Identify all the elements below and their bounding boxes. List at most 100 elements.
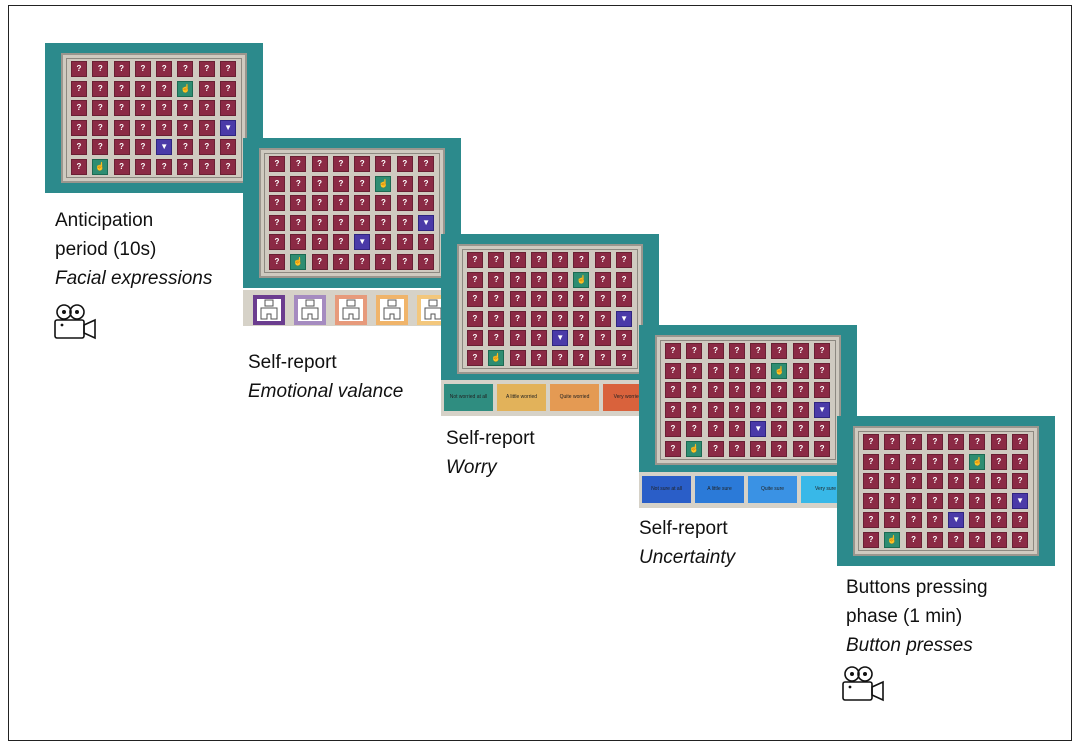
hidden-tile[interactable]: ? bbox=[92, 100, 109, 116]
hidden-tile[interactable]: ? bbox=[665, 382, 681, 398]
hidden-tile[interactable]: ? bbox=[686, 401, 703, 418]
hidden-tile[interactable]: ? bbox=[396, 156, 413, 172]
hidden-tile[interactable]: ? bbox=[594, 310, 611, 327]
hidden-tile[interactable]: ? bbox=[863, 492, 879, 509]
tile-thumbs-down-icon[interactable]: ▼ bbox=[156, 139, 173, 155]
hidden-tile[interactable]: ? bbox=[594, 291, 611, 307]
tile-thumbs-down-icon[interactable]: ▼ bbox=[354, 234, 371, 250]
hidden-tile[interactable]: ? bbox=[177, 139, 194, 155]
hidden-tile[interactable]: ? bbox=[375, 234, 392, 250]
hidden-tile[interactable]: ? bbox=[1012, 453, 1029, 470]
hidden-tile[interactable]: ? bbox=[92, 80, 109, 97]
hidden-tile[interactable]: ? bbox=[177, 61, 194, 77]
hidden-tile[interactable]: ? bbox=[863, 473, 879, 489]
hidden-tile[interactable]: ? bbox=[467, 271, 483, 288]
hidden-tile[interactable]: ? bbox=[269, 195, 285, 211]
hidden-tile[interactable]: ? bbox=[134, 158, 151, 175]
hidden-tile[interactable]: ? bbox=[92, 61, 109, 77]
hidden-tile[interactable]: ? bbox=[488, 271, 505, 288]
hidden-tile[interactable]: ? bbox=[707, 401, 724, 418]
hidden-tile[interactable]: ? bbox=[686, 362, 703, 379]
hidden-tile[interactable]: ? bbox=[509, 330, 526, 346]
hidden-tile[interactable]: ? bbox=[728, 343, 745, 359]
hidden-tile[interactable]: ? bbox=[269, 234, 285, 250]
hidden-tile[interactable]: ? bbox=[396, 214, 413, 231]
hidden-tile[interactable]: ? bbox=[707, 362, 724, 379]
hidden-tile[interactable]: ? bbox=[71, 139, 87, 155]
tile-thumbs-up-icon[interactable]: ☝ bbox=[488, 349, 505, 366]
hidden-tile[interactable]: ? bbox=[177, 100, 194, 116]
hidden-tile[interactable]: ? bbox=[771, 401, 788, 418]
uncertainty-option-3[interactable]: Quite sure bbox=[748, 476, 797, 503]
uncertainty-option-2[interactable]: A little sure bbox=[695, 476, 744, 503]
hidden-tile[interactable]: ? bbox=[552, 252, 569, 268]
hidden-tile[interactable]: ? bbox=[728, 382, 745, 398]
tile-thumbs-up-icon[interactable]: ☝ bbox=[92, 158, 109, 175]
hidden-tile[interactable]: ? bbox=[354, 156, 371, 172]
hidden-tile[interactable]: ? bbox=[71, 61, 87, 77]
hidden-tile[interactable]: ? bbox=[530, 310, 547, 327]
hidden-tile[interactable]: ? bbox=[814, 382, 831, 398]
hidden-tile[interactable]: ? bbox=[311, 175, 328, 192]
hidden-tile[interactable]: ? bbox=[573, 291, 590, 307]
hidden-tile[interactable]: ? bbox=[814, 343, 831, 359]
hidden-tile[interactable]: ? bbox=[863, 434, 879, 450]
hidden-tile[interactable]: ? bbox=[269, 156, 285, 172]
hidden-tile[interactable]: ? bbox=[686, 421, 703, 437]
hidden-tile[interactable]: ? bbox=[552, 291, 569, 307]
hidden-tile[interactable]: ? bbox=[814, 362, 831, 379]
hidden-tile[interactable]: ? bbox=[290, 175, 307, 192]
hidden-tile[interactable]: ? bbox=[552, 310, 569, 327]
hidden-tile[interactable]: ? bbox=[396, 175, 413, 192]
hidden-tile[interactable]: ? bbox=[375, 253, 392, 270]
hidden-tile[interactable]: ? bbox=[750, 343, 767, 359]
hidden-tile[interactable]: ? bbox=[926, 492, 943, 509]
hidden-tile[interactable]: ? bbox=[354, 253, 371, 270]
hidden-tile[interactable]: ? bbox=[905, 512, 922, 528]
hidden-tile[interactable]: ? bbox=[686, 382, 703, 398]
hidden-tile[interactable]: ? bbox=[814, 440, 831, 457]
hidden-tile[interactable]: ? bbox=[220, 139, 237, 155]
hidden-tile[interactable]: ? bbox=[686, 343, 703, 359]
hidden-tile[interactable]: ? bbox=[113, 61, 130, 77]
hidden-tile[interactable]: ? bbox=[573, 252, 590, 268]
tile-thumbs-down-icon[interactable]: ▼ bbox=[220, 119, 237, 136]
hidden-tile[interactable]: ? bbox=[156, 100, 173, 116]
tile-thumbs-down-icon[interactable]: ▼ bbox=[814, 401, 831, 418]
hidden-tile[interactable]: ? bbox=[616, 252, 633, 268]
tile-thumbs-up-icon[interactable]: ☝ bbox=[375, 175, 392, 192]
hidden-tile[interactable]: ? bbox=[616, 291, 633, 307]
hidden-tile[interactable]: ? bbox=[990, 473, 1007, 489]
tile-thumbs-down-icon[interactable]: ▼ bbox=[616, 310, 633, 327]
valence-manikin-icon[interactable] bbox=[253, 295, 285, 325]
hidden-tile[interactable]: ? bbox=[948, 473, 965, 489]
hidden-tile[interactable]: ? bbox=[969, 473, 986, 489]
valence-manikin-icon[interactable] bbox=[294, 295, 326, 325]
tile-thumbs-up-icon[interactable]: ☝ bbox=[290, 253, 307, 270]
hidden-tile[interactable]: ? bbox=[948, 492, 965, 509]
hidden-tile[interactable]: ? bbox=[594, 252, 611, 268]
hidden-tile[interactable]: ? bbox=[509, 271, 526, 288]
hidden-tile[interactable]: ? bbox=[771, 382, 788, 398]
hidden-tile[interactable]: ? bbox=[990, 512, 1007, 528]
hidden-tile[interactable]: ? bbox=[332, 156, 349, 172]
hidden-tile[interactable]: ? bbox=[905, 434, 922, 450]
hidden-tile[interactable]: ? bbox=[728, 421, 745, 437]
hidden-tile[interactable]: ? bbox=[418, 234, 435, 250]
hidden-tile[interactable]: ? bbox=[530, 291, 547, 307]
hidden-tile[interactable]: ? bbox=[488, 310, 505, 327]
hidden-tile[interactable]: ? bbox=[71, 80, 87, 97]
hidden-tile[interactable]: ? bbox=[792, 440, 809, 457]
hidden-tile[interactable]: ? bbox=[509, 291, 526, 307]
hidden-tile[interactable]: ? bbox=[156, 119, 173, 136]
hidden-tile[interactable]: ? bbox=[1012, 434, 1029, 450]
hidden-tile[interactable]: ? bbox=[220, 61, 237, 77]
hidden-tile[interactable]: ? bbox=[177, 119, 194, 136]
hidden-tile[interactable]: ? bbox=[375, 156, 392, 172]
hidden-tile[interactable]: ? bbox=[113, 139, 130, 155]
hidden-tile[interactable]: ? bbox=[113, 158, 130, 175]
hidden-tile[interactable]: ? bbox=[771, 343, 788, 359]
hidden-tile[interactable]: ? bbox=[573, 349, 590, 366]
tile-thumbs-up-icon[interactable]: ☝ bbox=[177, 80, 194, 97]
hidden-tile[interactable]: ? bbox=[905, 531, 922, 548]
